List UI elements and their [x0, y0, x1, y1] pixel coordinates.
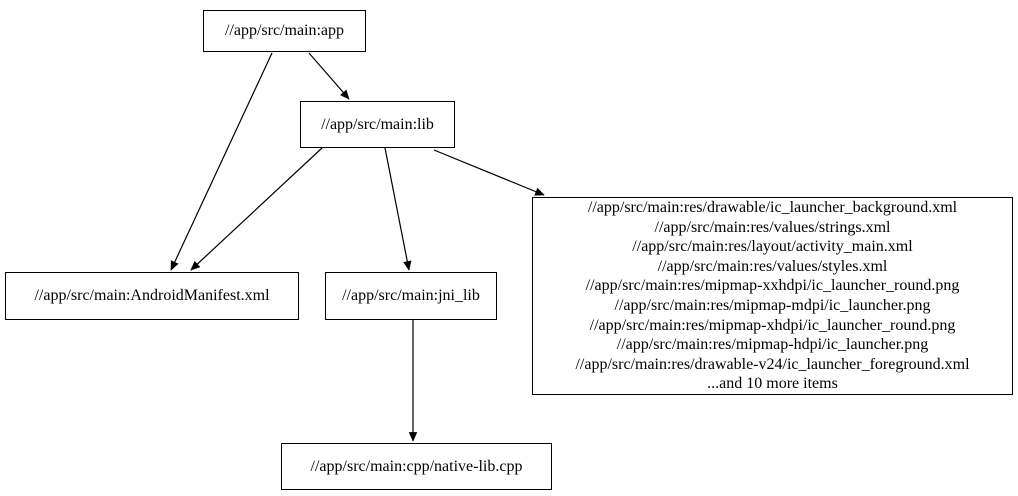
res-file-line: //app/src/main:res/values/strings.xml — [654, 218, 891, 236]
edge-app-to-lib — [308, 52, 350, 100]
edge-lib-to-manifest — [190, 147, 323, 271]
node-lib[interactable]: //app/src/main:lib — [300, 101, 455, 148]
res-files-lines: //app/src/main:res/drawable/ic_launcher_… — [533, 198, 1012, 394]
res-file-line: ...and 10 more items — [707, 375, 838, 393]
res-file-line: //app/src/main:res/mipmap-hdpi/ic_launch… — [616, 336, 929, 354]
edge-lib-to-jni-lib — [384, 147, 412, 271]
node-native-cpp[interactable]: //app/src/main:cpp/native-lib.cpp — [281, 443, 552, 490]
node-android-manifest[interactable]: //app/src/main:AndroidManifest.xml — [5, 272, 299, 320]
node-app[interactable]: //app/src/main:app — [203, 10, 366, 52]
res-file-line: //app/src/main:res/values/styles.xml — [657, 257, 888, 275]
edge-app-to-manifest — [170, 52, 273, 271]
node-jni-lib-label: //app/src/main:jni_lib — [342, 287, 480, 304]
res-file-line: //app/src/main:res/layout/activity_main.… — [632, 238, 913, 256]
res-file-line: //app/src/main:res/drawable/ic_launcher_… — [587, 199, 958, 217]
node-res-files-group[interactable]: //app/src/main:res/drawable/ic_launcher_… — [532, 197, 1013, 395]
node-native-cpp-label: //app/src/main:cpp/native-lib.cpp — [310, 457, 523, 475]
edge-lib-to-res-files — [433, 149, 545, 196]
node-android-manifest-label: //app/src/main:AndroidManifest.xml — [34, 287, 270, 304]
node-lib-label: //app/src/main:lib — [321, 115, 434, 133]
res-file-line: //app/src/main:res/drawable-v24/ic_launc… — [575, 355, 970, 373]
node-jni-lib[interactable]: //app/src/main:jni_lib — [325, 272, 497, 320]
res-file-line: //app/src/main:res/mipmap-xhdpi/ic_launc… — [589, 316, 956, 334]
node-app-label: //app/src/main:app — [224, 22, 345, 39]
res-file-line: //app/src/main:res/mipmap-xxhdpi/ic_laun… — [585, 277, 960, 295]
res-file-line: //app/src/main:res/mipmap-mdpi/ic_launch… — [614, 297, 931, 314]
